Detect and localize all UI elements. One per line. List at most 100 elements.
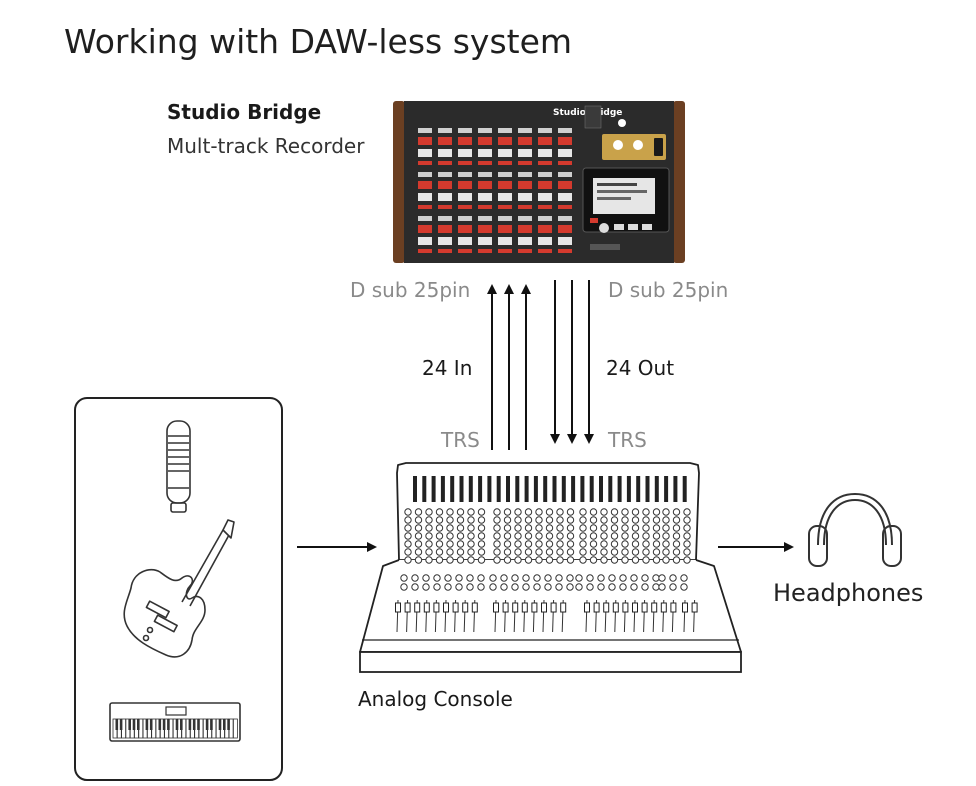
- console-knob-3-0-7: [477, 532, 486, 540]
- recorder-strip-0-3-button-a: [478, 137, 492, 145]
- console-lower-knob-1-2-1: [586, 583, 594, 591]
- recorder-strip-2-2-button-a: [458, 225, 472, 233]
- console-knob-2-2-6: [642, 524, 650, 532]
- recorder-subtitle: Mult-track Recorder: [167, 134, 365, 158]
- console-meter-9: [496, 476, 501, 502]
- keyboard-black-key-0: [115, 719, 119, 730]
- console-knob-0-1-5: [545, 508, 554, 516]
- console-knob-2-2-7: [652, 524, 661, 532]
- console-knob-2-3-1: [672, 524, 681, 532]
- recorder-strip-1-0-led: [418, 205, 432, 209]
- console-knob-6-1-1: [503, 556, 512, 564]
- console-knob-0-2-7: [652, 508, 661, 516]
- recorder-strip-0-2-label: [458, 128, 472, 133]
- console-meter-4: [450, 476, 455, 502]
- console-knob-0-1-0: [493, 508, 501, 516]
- console-knob-5-1-2: [514, 548, 522, 556]
- console-knob-2-1-6: [556, 524, 564, 532]
- console-knob-4-1-7: [566, 540, 575, 548]
- recorder-strip-0-5-button-a: [518, 137, 532, 145]
- console-knob-0-0-5: [456, 508, 465, 516]
- console-lower-knob-0-2-1: [586, 574, 594, 582]
- recorder-strip-1-1-label: [438, 172, 452, 177]
- console-meter-20: [599, 476, 603, 502]
- analog-console: [359, 462, 742, 673]
- recorder-io-jack: [633, 140, 643, 150]
- console-meter-11: [515, 476, 520, 502]
- recorder-strip-1-2-label: [458, 172, 472, 177]
- input-count-label: 24 In: [422, 356, 473, 380]
- recorder-strip-0-3-label: [478, 128, 492, 133]
- recorder-strip-0-4-led: [498, 161, 512, 165]
- recorder-strip-1-4-button-a: [498, 181, 512, 189]
- recorder-strip-0-2-led: [458, 161, 472, 165]
- recorder-strip-1-0-button-b: [418, 193, 432, 201]
- console-knob-2-1-7: [566, 524, 575, 532]
- console-knob-2-2-2: [600, 524, 608, 532]
- console-lower-knob-1-1-5: [544, 583, 552, 591]
- console-knob-6-1-3: [524, 556, 533, 564]
- console-knob-1-2-0: [579, 516, 587, 524]
- console-lower-knob-1-2-4: [619, 583, 627, 591]
- recorder-strip-2-5-label: [518, 216, 532, 221]
- console-fader-cap-1-7: [560, 602, 567, 613]
- recorder-strip-1-3-button-b: [478, 193, 492, 201]
- page-title: Working with DAW-less system: [64, 22, 573, 61]
- console-meter-22: [617, 476, 622, 502]
- console-knob-2-2-4: [621, 524, 629, 532]
- console-knob-6-2-3: [610, 556, 619, 564]
- recorder-strip-1-0-button-a: [418, 181, 432, 189]
- console-knob-4-2-4: [621, 540, 629, 548]
- recorder-stop-button: [614, 224, 624, 230]
- recorder-screen-line-1: [597, 183, 637, 186]
- recorder-strip-0-0-button-a: [418, 137, 432, 145]
- console-knob-6-2-5: [631, 556, 640, 564]
- console-knob-3-2-6: [642, 532, 650, 540]
- recorder-strip-1-4-led: [498, 205, 512, 209]
- console-lower-knob-0-2-5: [630, 574, 638, 582]
- recorder-strip-1-5-led: [518, 205, 532, 209]
- recorder-strip-1-6-button-a: [538, 181, 552, 189]
- console-meter-14: [543, 476, 548, 502]
- recorder-wood-left: [393, 101, 405, 263]
- recorder-strip-0-7-button-a: [558, 137, 572, 145]
- console-knob-2-0-3: [435, 524, 444, 532]
- console-fader-cap-2-3: [612, 602, 619, 613]
- recorder-screen-line-3: [597, 197, 631, 200]
- console-fader-cap-1-4: [531, 602, 538, 613]
- keyboard-black-key-3: [128, 719, 131, 730]
- console-knob-3-0-2: [425, 532, 433, 540]
- console-knob-5-0-1: [414, 548, 423, 556]
- console-knob-1-1-1: [503, 516, 512, 524]
- console-knob-0-1-6: [556, 508, 564, 516]
- console-knob-0-2-1: [589, 508, 598, 516]
- console-knob-3-1-1: [503, 532, 512, 540]
- recorder-strip-2-3-label: [478, 216, 492, 221]
- console-knob-2-1-2: [514, 524, 522, 532]
- console-knob-6-2-4: [621, 556, 629, 564]
- console-lower-knob-1-1-4: [533, 583, 541, 591]
- console-knob-1-1-3: [524, 516, 533, 524]
- console-lower-knob-1-3-0: [658, 583, 666, 591]
- console-knob-1-0-4: [446, 516, 454, 524]
- keyboard-black-key-1: [119, 719, 123, 730]
- console-knob-3-2-5: [631, 532, 640, 540]
- recorder-jog-wheel: [599, 223, 609, 233]
- recorder-strip-1-4-label: [498, 172, 512, 177]
- recorder-strip-2-1-button-a: [438, 225, 452, 233]
- console-meter-23: [626, 476, 631, 502]
- console-knob-2-1-5: [545, 524, 554, 532]
- console-fader-cap-2-8: [660, 602, 667, 613]
- console-meter-16: [561, 476, 566, 502]
- console-knob-5-3-2: [683, 548, 691, 556]
- recorder-strip-2-1-label: [438, 216, 452, 221]
- console-lower-knob-0-0-5: [455, 574, 463, 582]
- recorder-strip-1-7-led: [558, 205, 572, 209]
- console-knob-4-3-0: [662, 540, 670, 548]
- console-knob-4-0-6: [467, 540, 475, 548]
- console-knob-3-2-4: [621, 532, 629, 540]
- console-lower-knob-1-1-0: [489, 583, 497, 591]
- console-knob-1-1-0: [493, 516, 501, 524]
- console-knob-4-2-1: [589, 540, 598, 548]
- keyboard-black-key-19: [197, 719, 200, 730]
